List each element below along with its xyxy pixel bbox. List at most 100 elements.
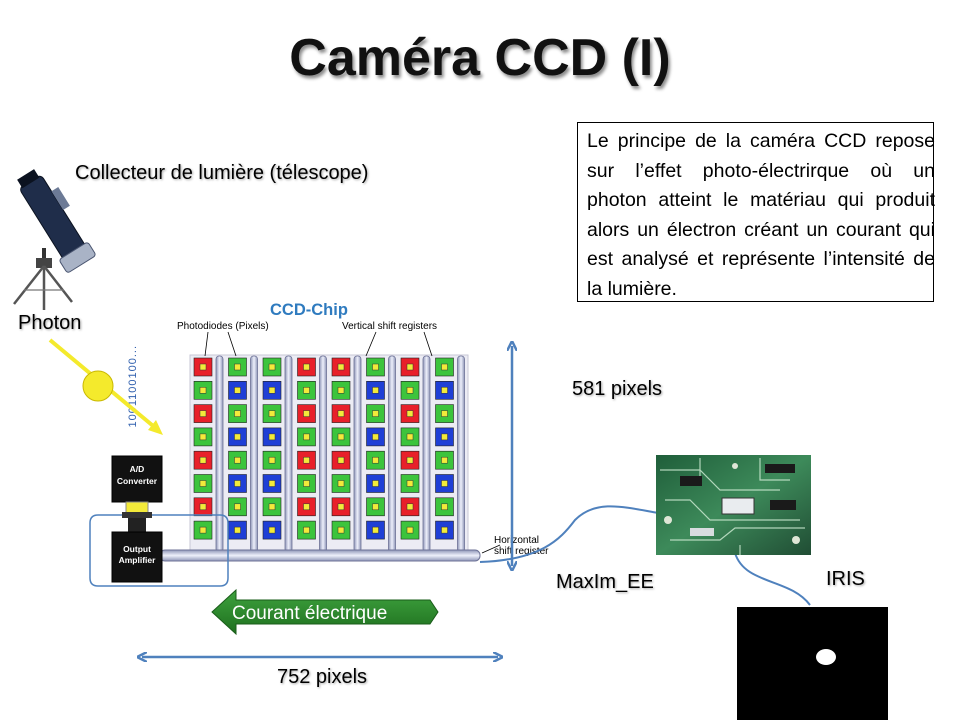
pixel-core [337,363,345,371]
star-spot [816,649,836,665]
pixel-core [268,456,276,464]
pixel-core [199,387,207,394]
pixel-core [372,387,379,394]
vertical-shift-register [250,355,258,553]
pixel-core [406,503,414,511]
pixel-core [199,410,207,417]
description-box [577,122,934,302]
pixel-core [268,387,276,394]
telescope-icon [13,169,96,310]
pixel-core [372,363,379,371]
pixel-core [337,433,345,441]
cable-ccd-to-computer [479,505,659,563]
pixel-core [234,410,241,417]
collector-label: Collecteur de lumière (télescope) [75,162,369,184]
pixel-core [337,480,345,487]
amplifier-outline [89,514,229,587]
pixel-core [441,456,448,464]
pixel-core [372,503,379,511]
vertical-shift-label: Vertical shift registers [342,321,438,332]
cable-computer-to-screen [734,552,811,606]
width-pixels-label: 752 pixels [277,666,368,688]
pixel-core [441,526,448,534]
vertical-shift-register [457,355,465,553]
pixel-core [268,410,276,417]
pixel-core [268,526,276,534]
pixel-core [337,456,345,464]
page-title: Caméra CCD (I) [289,29,671,87]
current-label: Courant électrique [232,603,388,624]
pixel-core [234,480,241,487]
pixel-core [199,433,207,441]
pixel-core [337,410,345,417]
circuit-board-image [656,455,811,555]
pixel-core [303,433,310,441]
pixel-core [303,387,310,394]
photon-arrowhead [148,420,163,435]
horizontal-shift-label-line2: shift register [494,546,549,557]
ad-converter-block [111,455,163,503]
pixel-core [303,526,310,534]
pixel-core [372,456,379,464]
pixel-core [199,363,207,371]
camera-image-screen [737,607,888,720]
pixel-core [268,480,276,487]
pixel-core [199,526,207,534]
vertical-shift-register [388,355,396,553]
photodiodes-label: Photodiodes (Pixels) [177,321,269,332]
pixel-core [406,480,414,487]
pixel-core [441,363,448,371]
pixel-core [234,503,241,511]
pixel-core [199,480,207,487]
pixel-core [234,363,241,371]
vertical-shift-register [319,355,327,553]
pixel-core [337,387,345,394]
pixel-core [337,503,345,511]
pixel-core [441,503,448,511]
pixel-core [406,526,414,534]
pixel-core [234,433,241,441]
pixel-core [303,363,310,371]
pixel-core [406,456,414,464]
horizontal-shift-register [159,549,481,562]
pixel-core [372,410,379,417]
height-pixels-label: 581 pixels [572,378,663,400]
pixel-core [406,387,414,394]
pixel-core [406,433,414,441]
pixel-core [441,480,448,487]
vertical-shift-register [353,355,362,553]
pixel-grid [193,357,454,540]
ad-converter-label-1: A/D [130,464,145,474]
pixel-core [337,526,345,534]
ad-converter-label-2: Converter [117,476,158,486]
pixel-core [234,387,241,394]
pixel-core [441,410,448,417]
pixel-core [199,503,207,511]
iris-label: IRIS [826,568,865,590]
pixel-core [268,503,276,511]
pixel-core [441,387,448,394]
pixel-core [303,410,310,417]
pixel-core [303,503,310,511]
description-text: Le principe de la caméra CCD repose sur … [587,130,935,300]
output-amp-label-1: Output [123,544,151,554]
pixel-core [268,363,276,371]
pixel-core [234,456,241,464]
pixel-core [441,433,448,441]
pixel-core [406,363,414,371]
vertical-shift-register [215,355,224,553]
pixel-core [372,480,379,487]
photon-label: Photon [18,312,82,334]
pixel-core [268,433,276,441]
pixel-core [303,480,310,487]
pixel-core [303,456,310,464]
pixel-core [199,456,207,464]
pixel-core [234,526,241,534]
ccd-chip-label: CCD-Chip [270,301,348,319]
vertical-shift-register [422,355,431,553]
photon-particle [82,370,114,402]
current-arrow [211,588,439,636]
pixel-core [406,410,414,417]
output-amp-label-2: Amplifier [119,555,157,565]
